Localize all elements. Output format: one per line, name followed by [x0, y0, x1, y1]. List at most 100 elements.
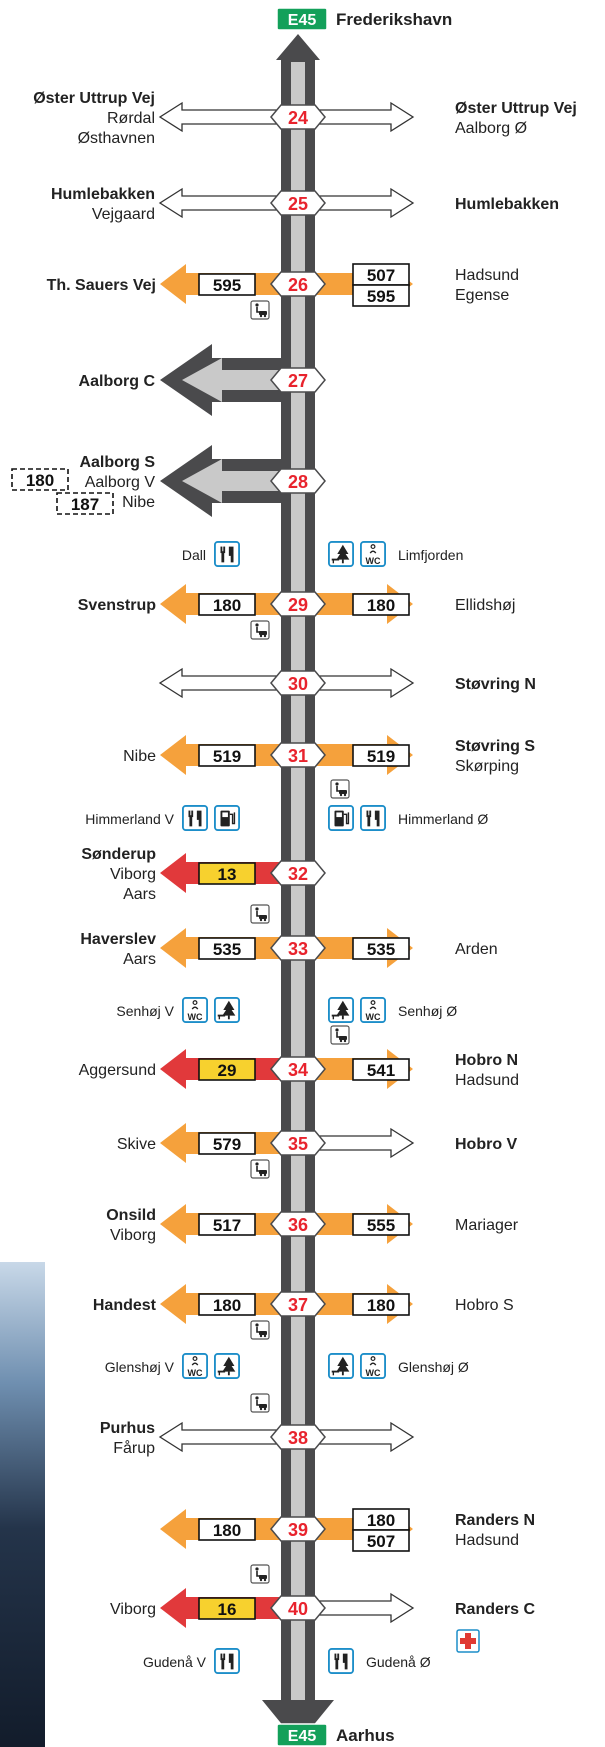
exit-29-junction: [270, 591, 326, 617]
exit-27-ramp-inner: [182, 358, 300, 402]
exit-30-number: 30: [288, 674, 308, 694]
exit-34-number: 34: [288, 1060, 308, 1080]
exit-39-right-label-1: Hadsund: [455, 1532, 519, 1549]
exit-28-ramp-inner: [182, 459, 300, 503]
exit-35-left-label-0: Skive: [117, 1136, 156, 1153]
exit-34-junction: [270, 1056, 326, 1082]
exit-29-right-shield-0-number: 180: [367, 596, 395, 615]
background-photo: [0, 1262, 45, 1747]
restaurant-icon: [360, 805, 386, 831]
exit-32-left-label-2: Aars: [123, 886, 156, 903]
exit-40-right-label-0: Randers C: [455, 1601, 535, 1618]
wc-text: WC: [188, 1368, 203, 1378]
exit-26-right-shield-1-box: [352, 284, 410, 307]
rest-area-label-2: Himmerland V: [85, 811, 174, 827]
wc-text: WC: [366, 1012, 381, 1022]
exit-28-left-dashed-shield-1-box: [56, 492, 114, 515]
exit-28-left-label-0: Aalborg S: [79, 454, 155, 471]
road-layer: [160, 344, 304, 517]
exit-24-right-label-1: Aalborg Ø: [455, 120, 527, 137]
exit-39-left-shield-0-box: [198, 1518, 256, 1541]
exit-38-left-label-0: Purhus: [100, 1420, 155, 1437]
exit-31-right-shield-0-number: 519: [367, 747, 395, 766]
exit-31-left-shield-0-box: [198, 744, 256, 767]
exit-33-right-label-0: Arden: [455, 941, 498, 958]
exit-39-right-shield-0-number: 180: [367, 1511, 395, 1530]
restaurant-icon: [214, 1648, 240, 1674]
exit-26-left-label-0: Th. Sauers Vej: [47, 277, 156, 294]
exit-35-right-label-0: Hobro V: [455, 1136, 518, 1153]
exit-31-number: 31: [288, 746, 308, 766]
exit-34-left-shield-0-number: 29: [218, 1061, 237, 1080]
parking-icon: [250, 620, 270, 640]
exit-25-left-label-0: Humlebakken: [51, 186, 155, 203]
north-route: E45: [288, 12, 317, 29]
exit-32-number: 32: [288, 864, 308, 884]
parking-icon: [250, 904, 270, 924]
exit-40-number: 40: [288, 1599, 308, 1619]
exit-25-right-label-0: Humlebakken: [455, 196, 559, 213]
fuel-icon: [214, 805, 240, 831]
exit-27-left-label-0: Aalborg C: [79, 373, 156, 390]
exit-39-right-shield-1-number: 507: [367, 1532, 395, 1551]
exit-32-left-shield-0-box: [198, 862, 256, 885]
exit-38-left-label-1: Fårup: [113, 1439, 155, 1457]
picnic-icon: [328, 997, 354, 1023]
exit-30-junction: [270, 670, 326, 696]
exit-25-junction: [270, 190, 326, 216]
exit-36-number: 36: [288, 1215, 308, 1235]
parking-icon: [250, 300, 270, 320]
exit-30-right-label-0: Støvring N: [455, 676, 536, 693]
wc-text: WC: [188, 1012, 203, 1022]
north-destination: Frederikshavn: [336, 10, 452, 29]
rest-area-label-4: Senhøj V: [116, 1003, 174, 1019]
exit-26-right-label-1: Egense: [455, 287, 509, 304]
exit-31-junction: [270, 742, 326, 768]
parking-icon: [250, 1564, 270, 1584]
exit-26-number: 26: [288, 275, 308, 295]
rest-area-label-9: Gudenå Ø: [366, 1654, 431, 1670]
rest-area-label-7: Glenshøj Ø: [398, 1359, 469, 1375]
exit-32-left-label-1: Viborg: [110, 866, 156, 883]
parking-icon: [250, 1320, 270, 1340]
exit-40-junction: [270, 1595, 326, 1621]
exit-28-left-dashed-shield-0-box: [11, 468, 69, 491]
exit-31-right-label-0: Støvring S: [455, 738, 535, 755]
restaurant-icon: [328, 1648, 354, 1674]
exit-26-right-shield-0-number: 507: [367, 266, 395, 285]
exit-27-number: 27: [288, 371, 308, 391]
exit-35-number: 35: [288, 1134, 308, 1154]
exit-39-right-shield-1-box: [352, 1529, 410, 1552]
parking-icon: [250, 1159, 270, 1179]
exit-31-right-shield-0-box: [352, 744, 410, 767]
wc-text: WC: [366, 556, 381, 566]
exit-37-junction: [270, 1291, 326, 1317]
exit-34-left-label-0: Aggersund: [79, 1062, 156, 1079]
exit-25-left-label-1: Vejgaard: [92, 206, 155, 223]
exit-24-number: 24: [288, 108, 308, 128]
exit-28-number: 28: [288, 472, 308, 492]
exit-27-junction: [270, 367, 326, 393]
exit-24-junction: [270, 104, 326, 130]
exit-26-right-label-0: Hadsund: [455, 267, 519, 284]
exit-31-right-label-1: Skørping: [455, 758, 519, 775]
exit-28-left-dashed-shield-0-number: 180: [26, 471, 54, 490]
exit-33-left-shield-0-box: [198, 937, 256, 960]
exit-26-left-shield-0-box: [198, 273, 256, 296]
exit-32-junction: [270, 860, 326, 886]
fuel-icon: [328, 805, 354, 831]
exit-38-number: 38: [288, 1428, 308, 1448]
exit-24-left-label-1: Rørdal: [107, 110, 155, 127]
rest-area-label-6: Glenshøj V: [105, 1359, 175, 1375]
exit-26-left-shield-0-number: 595: [213, 276, 241, 295]
exit-37-left-shield-0-box: [198, 1293, 256, 1316]
exit-34-right-shield-0-box: [352, 1058, 410, 1081]
exit-26-right-shield-1-number: 595: [367, 287, 395, 306]
picnic-icon: [328, 541, 354, 567]
exit-33-junction: [270, 935, 326, 961]
exit-34-right-shield-0-number: 541: [367, 1061, 395, 1080]
